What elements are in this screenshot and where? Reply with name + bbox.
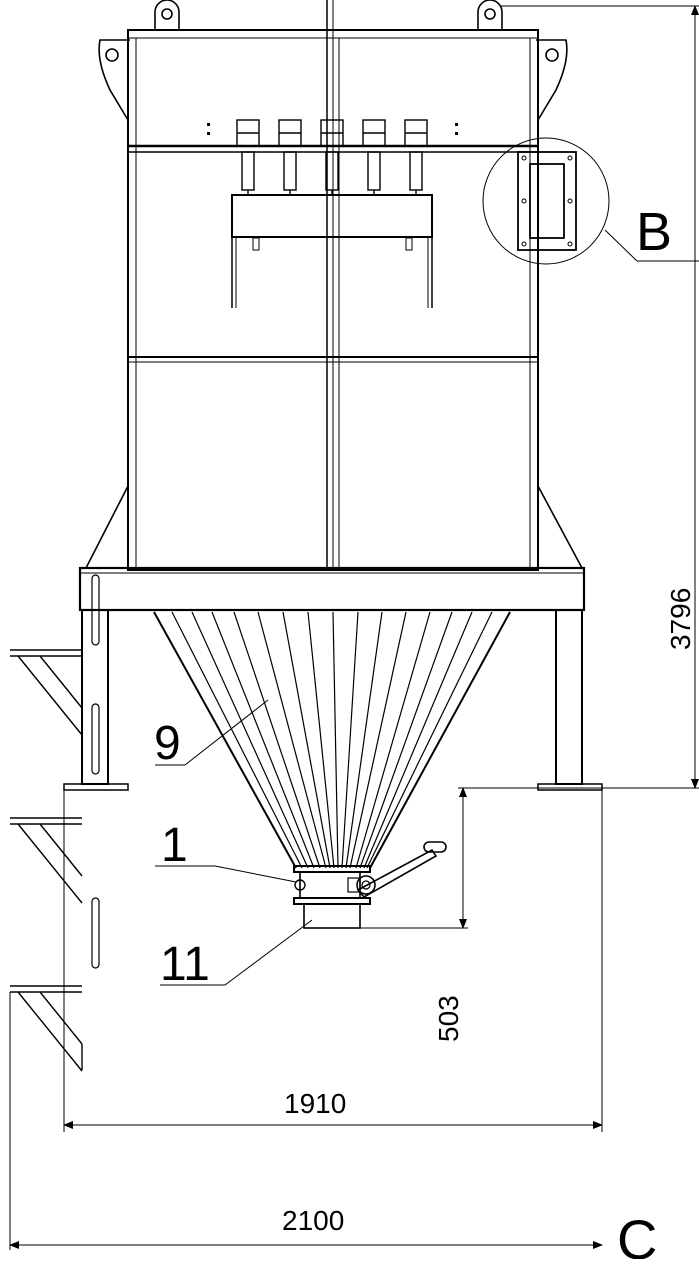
item-leaders (155, 699, 313, 986)
hopper-cone (153, 611, 511, 869)
dim-outlet-height-text: 503 (433, 995, 464, 1042)
lifting-lugs-top (154, 0, 503, 30)
mounting-holes (207, 123, 458, 135)
view-c-label: C (617, 1208, 657, 1259)
dim-overall-height (458, 5, 699, 789)
dim-outlet-height (360, 787, 468, 929)
support-frame (63, 566, 603, 969)
pulse-valves (236, 119, 428, 196)
slide-gate (293, 841, 447, 905)
air-manifold (231, 194, 433, 308)
ladder-steps (10, 649, 83, 1072)
dim-overall-width-text: 2100 (282, 1205, 344, 1236)
outlet-spout (303, 903, 361, 929)
lifting-lugs-side (98, 39, 568, 121)
callout-b-label: B (636, 202, 672, 262)
dim-overall-width (9, 992, 603, 1250)
dim-overall-height-text: 3796 (665, 588, 696, 650)
dim-leg-span-text: 1910 (284, 1088, 346, 1119)
dim-leg-span (63, 790, 603, 1132)
gussets (85, 485, 583, 569)
upper-housing (127, 0, 539, 571)
item-9-label: 9 (154, 717, 181, 770)
item-1-label: 1 (161, 819, 188, 872)
callout-b-leader (604, 229, 638, 262)
inspection-hatch (482, 137, 610, 265)
item-11-label: 11 (160, 938, 210, 991)
